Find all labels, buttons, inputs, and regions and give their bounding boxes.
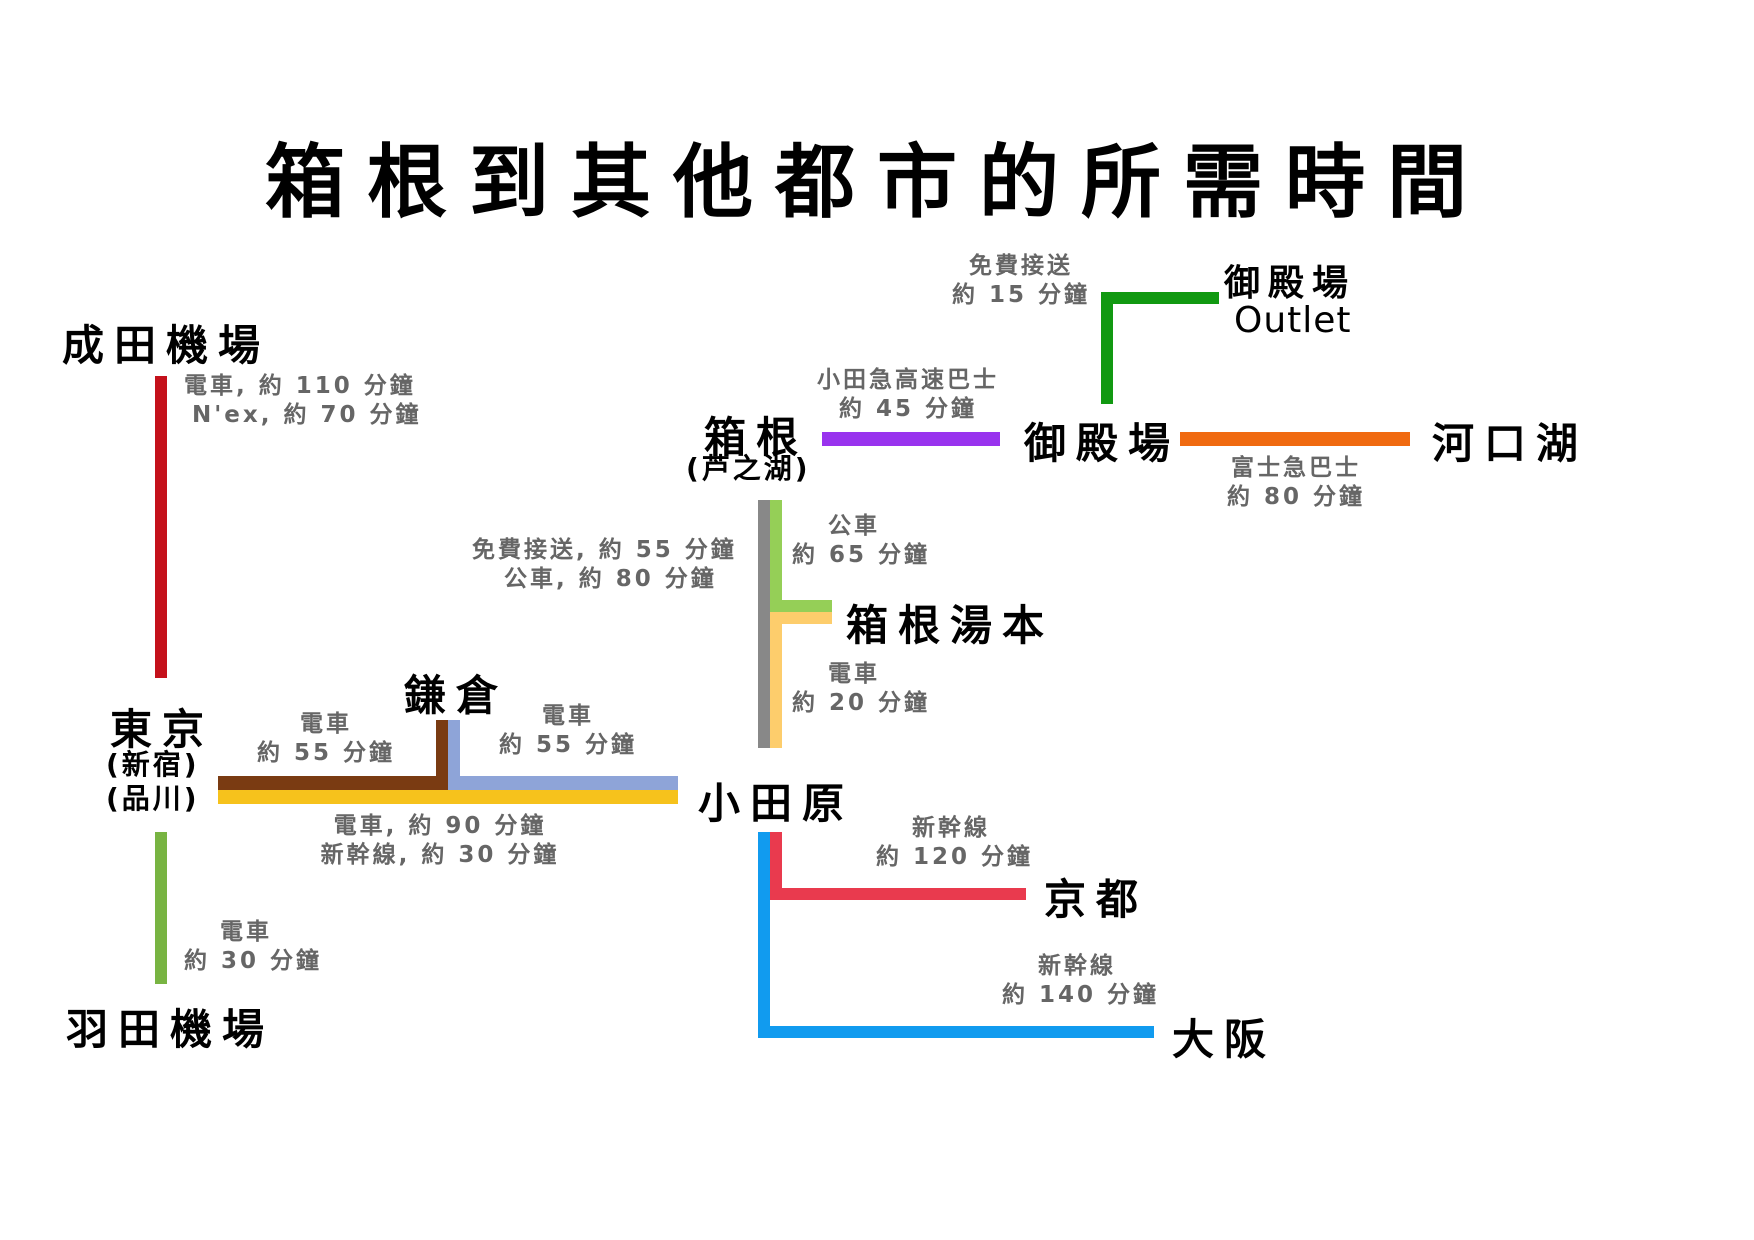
station-gotemba: 御殿場 <box>1024 419 1181 468</box>
station-kamakura: 鎌倉 <box>404 671 509 720</box>
route-note-odawara-osaka: 新幹線 約 140 分鐘 <box>1002 952 1160 1010</box>
route-note-line: 約 55 分鐘 <box>498 732 638 758</box>
route-note-yumoto-odawara: 電車 約 20 分鐘 <box>792 660 930 718</box>
route-note-kamakura-odawara: 電車 約 55 分鐘 <box>498 702 638 760</box>
station-narita: 成田機場 <box>62 321 271 370</box>
hakone-gotemba-line <box>822 432 1000 446</box>
kamakura-tokyo-line <box>218 776 448 790</box>
osaka-line-vertical <box>758 832 770 1038</box>
route-note-tokyo-haneda: 電車 約 30 分鐘 <box>184 918 322 976</box>
osaka-line <box>758 1026 1154 1038</box>
station-hakone-yumoto: 箱根湯本 <box>846 601 1055 650</box>
route-note-gotemba-kawaguchiko: 富士急巴士 約 80 分鐘 <box>1216 454 1376 512</box>
station-haneda: 羽田機場 <box>66 1005 275 1054</box>
route-note-hakone-yumoto: 公車 約 65 分鐘 <box>792 512 930 570</box>
route-note-line: 電車 <box>828 661 880 687</box>
route-note-line: 約 15 分鐘 <box>951 282 1091 308</box>
station-hakone-sub-ashinoko: (芦之湖) <box>686 452 811 485</box>
route-note-line: 約 30 分鐘 <box>184 948 323 974</box>
station-osaka: 大阪 <box>1172 1015 1277 1064</box>
kamakura-odawara-line-vertical <box>448 720 460 782</box>
kyoto-line-vertical <box>770 832 782 900</box>
route-note-tokyo-odawara: 電車, 約 90 分鐘 新幹線, 約 30 分鐘 <box>320 812 560 870</box>
narita-tokyo-line <box>155 376 167 678</box>
route-note-line: 免費接送 <box>969 253 1073 279</box>
station-kyoto: 京都 <box>1044 875 1149 924</box>
route-note-hakone-odawara: 免費接送, 約 55 分鐘 公車, 約 80 分鐘 <box>472 536 737 594</box>
hakone-yumoto-line <box>770 500 782 612</box>
station-kawaguchiko: 河口湖 <box>1432 419 1589 468</box>
hakone-yumoto-line-branch <box>770 600 832 612</box>
tokyo-haneda-line <box>155 832 167 984</box>
station-tokyo: 東京 <box>110 705 215 754</box>
route-note-line: 新幹線, 約 30 分鐘 <box>320 842 560 868</box>
route-note-line: 電車, 約 110 分鐘 <box>184 373 416 399</box>
route-note-line: 約 120 分鐘 <box>876 844 1034 870</box>
route-note-line: 約 45 分鐘 <box>838 396 978 422</box>
station-odawara: 小田原 <box>698 779 855 828</box>
tokyo-odawara-line <box>218 790 678 804</box>
route-note-line: 電車 <box>542 703 594 729</box>
hakone-odawara-line <box>758 500 770 748</box>
route-note-odawara-kyoto: 新幹線 約 120 分鐘 <box>876 814 1034 872</box>
route-note-line: 約 55 分鐘 <box>256 740 396 766</box>
route-note-line: 約 20 分鐘 <box>792 690 931 716</box>
route-note-gotemba-outlet: 免費接送 約 15 分鐘 <box>946 252 1096 310</box>
route-note-line: 約 65 分鐘 <box>792 542 931 568</box>
route-note-line: 新幹線 <box>912 815 990 841</box>
route-note-line: 公車 <box>828 513 880 539</box>
station-tokyo-sub-shinagawa: (品川) <box>106 782 200 815</box>
station-hakone: 箱根 <box>704 413 809 462</box>
route-note-hakone-gotemba: 小田急高速巴士 約 45 分鐘 <box>798 366 1018 424</box>
page-title: 箱根到其他都市的所需時間 <box>265 136 1489 229</box>
route-note-line: 小田急高速巴士 <box>817 367 999 393</box>
route-note-narita-tokyo: 電車, 約 110 分鐘 N'ex, 約 70 分鐘 <box>184 372 422 430</box>
yumoto-odawara-line-branch <box>770 612 832 624</box>
route-note-line: 新幹線 <box>1038 953 1116 979</box>
route-note-line: N'ex, 約 70 分鐘 <box>192 402 422 428</box>
route-note-line: 約 80 分鐘 <box>1226 484 1366 510</box>
route-note-tokyo-kamakura: 電車 約 55 分鐘 <box>256 710 396 768</box>
route-note-line: 公車, 約 80 分鐘 <box>504 566 717 592</box>
route-note-line: 約 140 分鐘 <box>1002 982 1160 1008</box>
gotemba-outlet-line-vertical <box>1101 292 1113 404</box>
yumoto-odawara-line <box>770 612 782 748</box>
route-note-line: 電車, 約 90 分鐘 <box>333 813 547 839</box>
route-note-line: 電車 <box>220 919 272 945</box>
station-tokyo-sub-shinjuku: (新宿) <box>106 748 200 781</box>
route-note-line: 電車 <box>300 711 352 737</box>
route-note-line: 富士急巴士 <box>1231 455 1361 481</box>
kamakura-odawara-line <box>448 776 678 790</box>
kamakura-tokyo-line-vertical <box>436 720 448 790</box>
route-note-line: 免費接送, 約 55 分鐘 <box>472 537 737 563</box>
station-gotemba-outlet-line2: Outlet <box>1234 300 1352 341</box>
kyoto-line <box>770 888 1026 900</box>
gotemba-outlet-line <box>1101 292 1219 304</box>
gotemba-kawaguchiko-line <box>1180 432 1410 446</box>
station-gotemba-outlet-line1: 御殿場 <box>1224 263 1357 304</box>
